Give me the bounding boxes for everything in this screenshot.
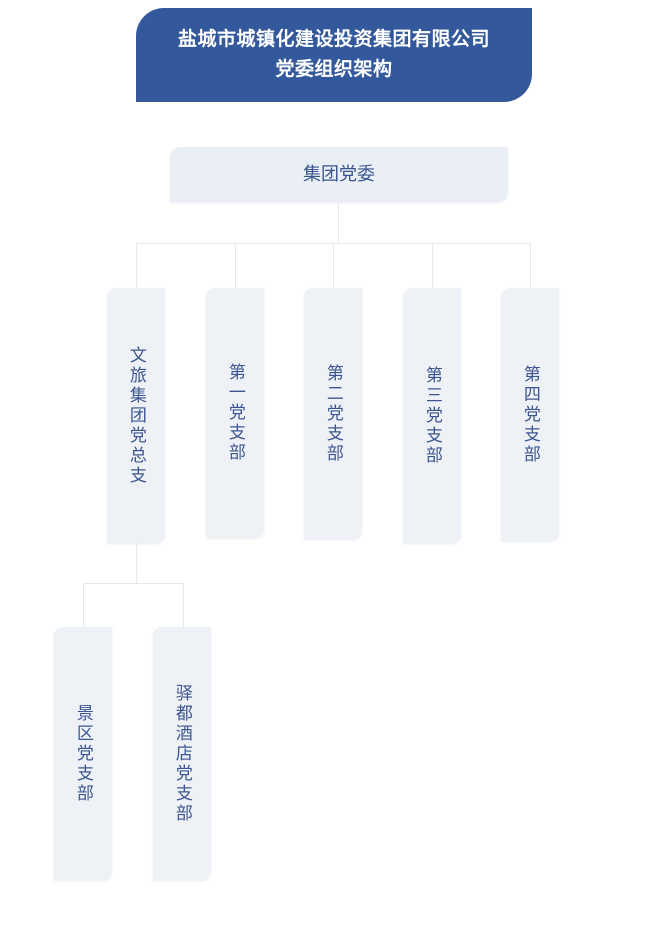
node-group-party-committee[interactable]: 集团党委 [170, 147, 508, 202]
connector-drop-branch-4 [530, 243, 531, 289]
node-wenlv-group-party-branch[interactable]: 文旅集团党总支 [107, 288, 165, 543]
chart-title-line-1: 盐城市城镇化建设投资集团有限公司 [177, 29, 490, 50]
node-label: 文旅集团党总支 [126, 345, 146, 486]
node-label: 第二党支部 [323, 363, 343, 464]
node-label: 景区党支部 [73, 703, 93, 804]
node-label: 第三党支部 [422, 365, 442, 466]
node-third-party-branch[interactable]: 第三党支部 [403, 288, 461, 543]
node-label: 驿都酒店党支部 [172, 683, 192, 824]
connector-root-stem [338, 202, 339, 244]
node-fourth-party-branch[interactable]: 第四党支部 [501, 288, 559, 541]
connector-drop-branch-3 [432, 243, 433, 289]
node-scenic-area-party-branch[interactable]: 景区党支部 [54, 627, 112, 880]
connector-drop-branch-1 [235, 243, 236, 289]
connector-drop-wenlv [136, 243, 137, 289]
connector-level3-bus [83, 583, 184, 584]
connector-drop-jingqu [83, 583, 84, 628]
connector-wenlv-stem [136, 543, 137, 584]
node-second-party-branch[interactable]: 第二党支部 [304, 288, 362, 539]
connector-drop-yidu [183, 583, 184, 628]
node-label: 第一党支部 [225, 363, 245, 463]
node-yidu-hotel-party-branch[interactable]: 驿都酒店党支部 [153, 627, 211, 880]
connector-drop-branch-2 [333, 243, 334, 289]
node-first-party-branch[interactable]: 第一党支部 [206, 288, 264, 538]
node-label: 集团党委 [303, 164, 375, 185]
chart-title: 盐城市城镇化建设投资集团有限公司 党委组织架构 [178, 25, 490, 85]
chart-title-line-2: 党委组织架构 [275, 59, 393, 80]
node-label: 第四党支部 [520, 364, 540, 465]
chart-title-banner: 盐城市城镇化建设投资集团有限公司 党委组织架构 [136, 8, 532, 102]
